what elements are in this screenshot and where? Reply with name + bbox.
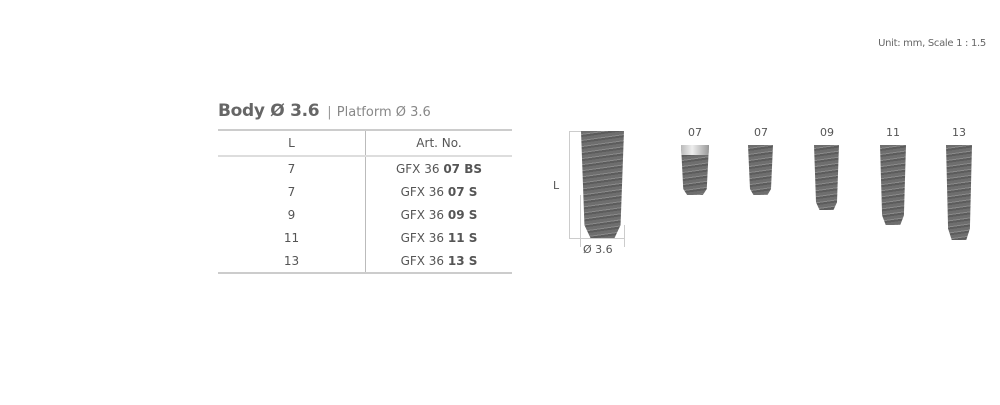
- art-code: 07 BS: [443, 161, 482, 176]
- length-cell: 7: [218, 156, 366, 180]
- art-prefix: GFX 36: [395, 161, 440, 176]
- implant-label: 11: [886, 126, 900, 139]
- implant-11: [880, 145, 906, 225]
- diameter-tick-left: [580, 195, 581, 247]
- implant-09: [814, 145, 839, 210]
- table-header-row: L Art. No.: [218, 130, 512, 156]
- length-cell: 7: [218, 180, 366, 203]
- length-cell: 13: [218, 249, 366, 273]
- implant-label: 07: [754, 126, 768, 139]
- implant-07-bs: [681, 145, 709, 195]
- dimension-tick-top: [569, 131, 581, 132]
- art-code: 07 S: [447, 184, 478, 199]
- art-prefix: GFX 36: [400, 253, 445, 268]
- implant-dimension-drawing: [581, 131, 624, 238]
- platform-diameter: Platform Ø 3.6: [336, 105, 431, 120]
- dimension-tick-bottom: [569, 238, 625, 239]
- implant-collar: [681, 145, 709, 155]
- diameter-label: Ø 3.6: [583, 243, 613, 256]
- diameter-tick-right: [624, 225, 625, 247]
- header-art-no: Art. No.: [416, 136, 462, 150]
- art-prefix: GFX 36: [400, 230, 445, 245]
- implant-13: [946, 145, 972, 240]
- length-dimension-line: [569, 131, 570, 239]
- art-no-cell: GFX 36 13 S: [366, 249, 513, 273]
- implant-label: 09: [820, 126, 834, 139]
- section-title: Body Ø 3.6 | Platform Ø 3.6: [218, 101, 431, 121]
- art-prefix: GFX 36: [400, 207, 445, 222]
- art-no-cell: GFX 36 07 S: [366, 180, 513, 203]
- length-cell: 9: [218, 203, 366, 226]
- title-separator: |: [327, 105, 332, 120]
- art-code: 13 S: [447, 253, 478, 268]
- art-no-cell: GFX 36 07 BS: [366, 156, 513, 180]
- implant-label: 13: [952, 126, 966, 139]
- body-diameter: Body Ø 3.6: [218, 101, 320, 121]
- art-code: 11 S: [447, 230, 478, 245]
- unit-scale-note: Unit: mm, Scale 1 : 1.5: [878, 38, 986, 49]
- length-label: L: [553, 179, 560, 192]
- art-code: 09 S: [447, 207, 478, 222]
- header-length: L: [218, 130, 366, 156]
- implant-label: 07: [688, 126, 702, 139]
- art-no-cell: GFX 36 11 S: [366, 226, 513, 249]
- art-no-cell: GFX 36 09 S: [366, 203, 513, 226]
- art-prefix: GFX 36: [400, 184, 445, 199]
- length-cell: 11: [218, 226, 366, 249]
- implant-07: [748, 145, 773, 195]
